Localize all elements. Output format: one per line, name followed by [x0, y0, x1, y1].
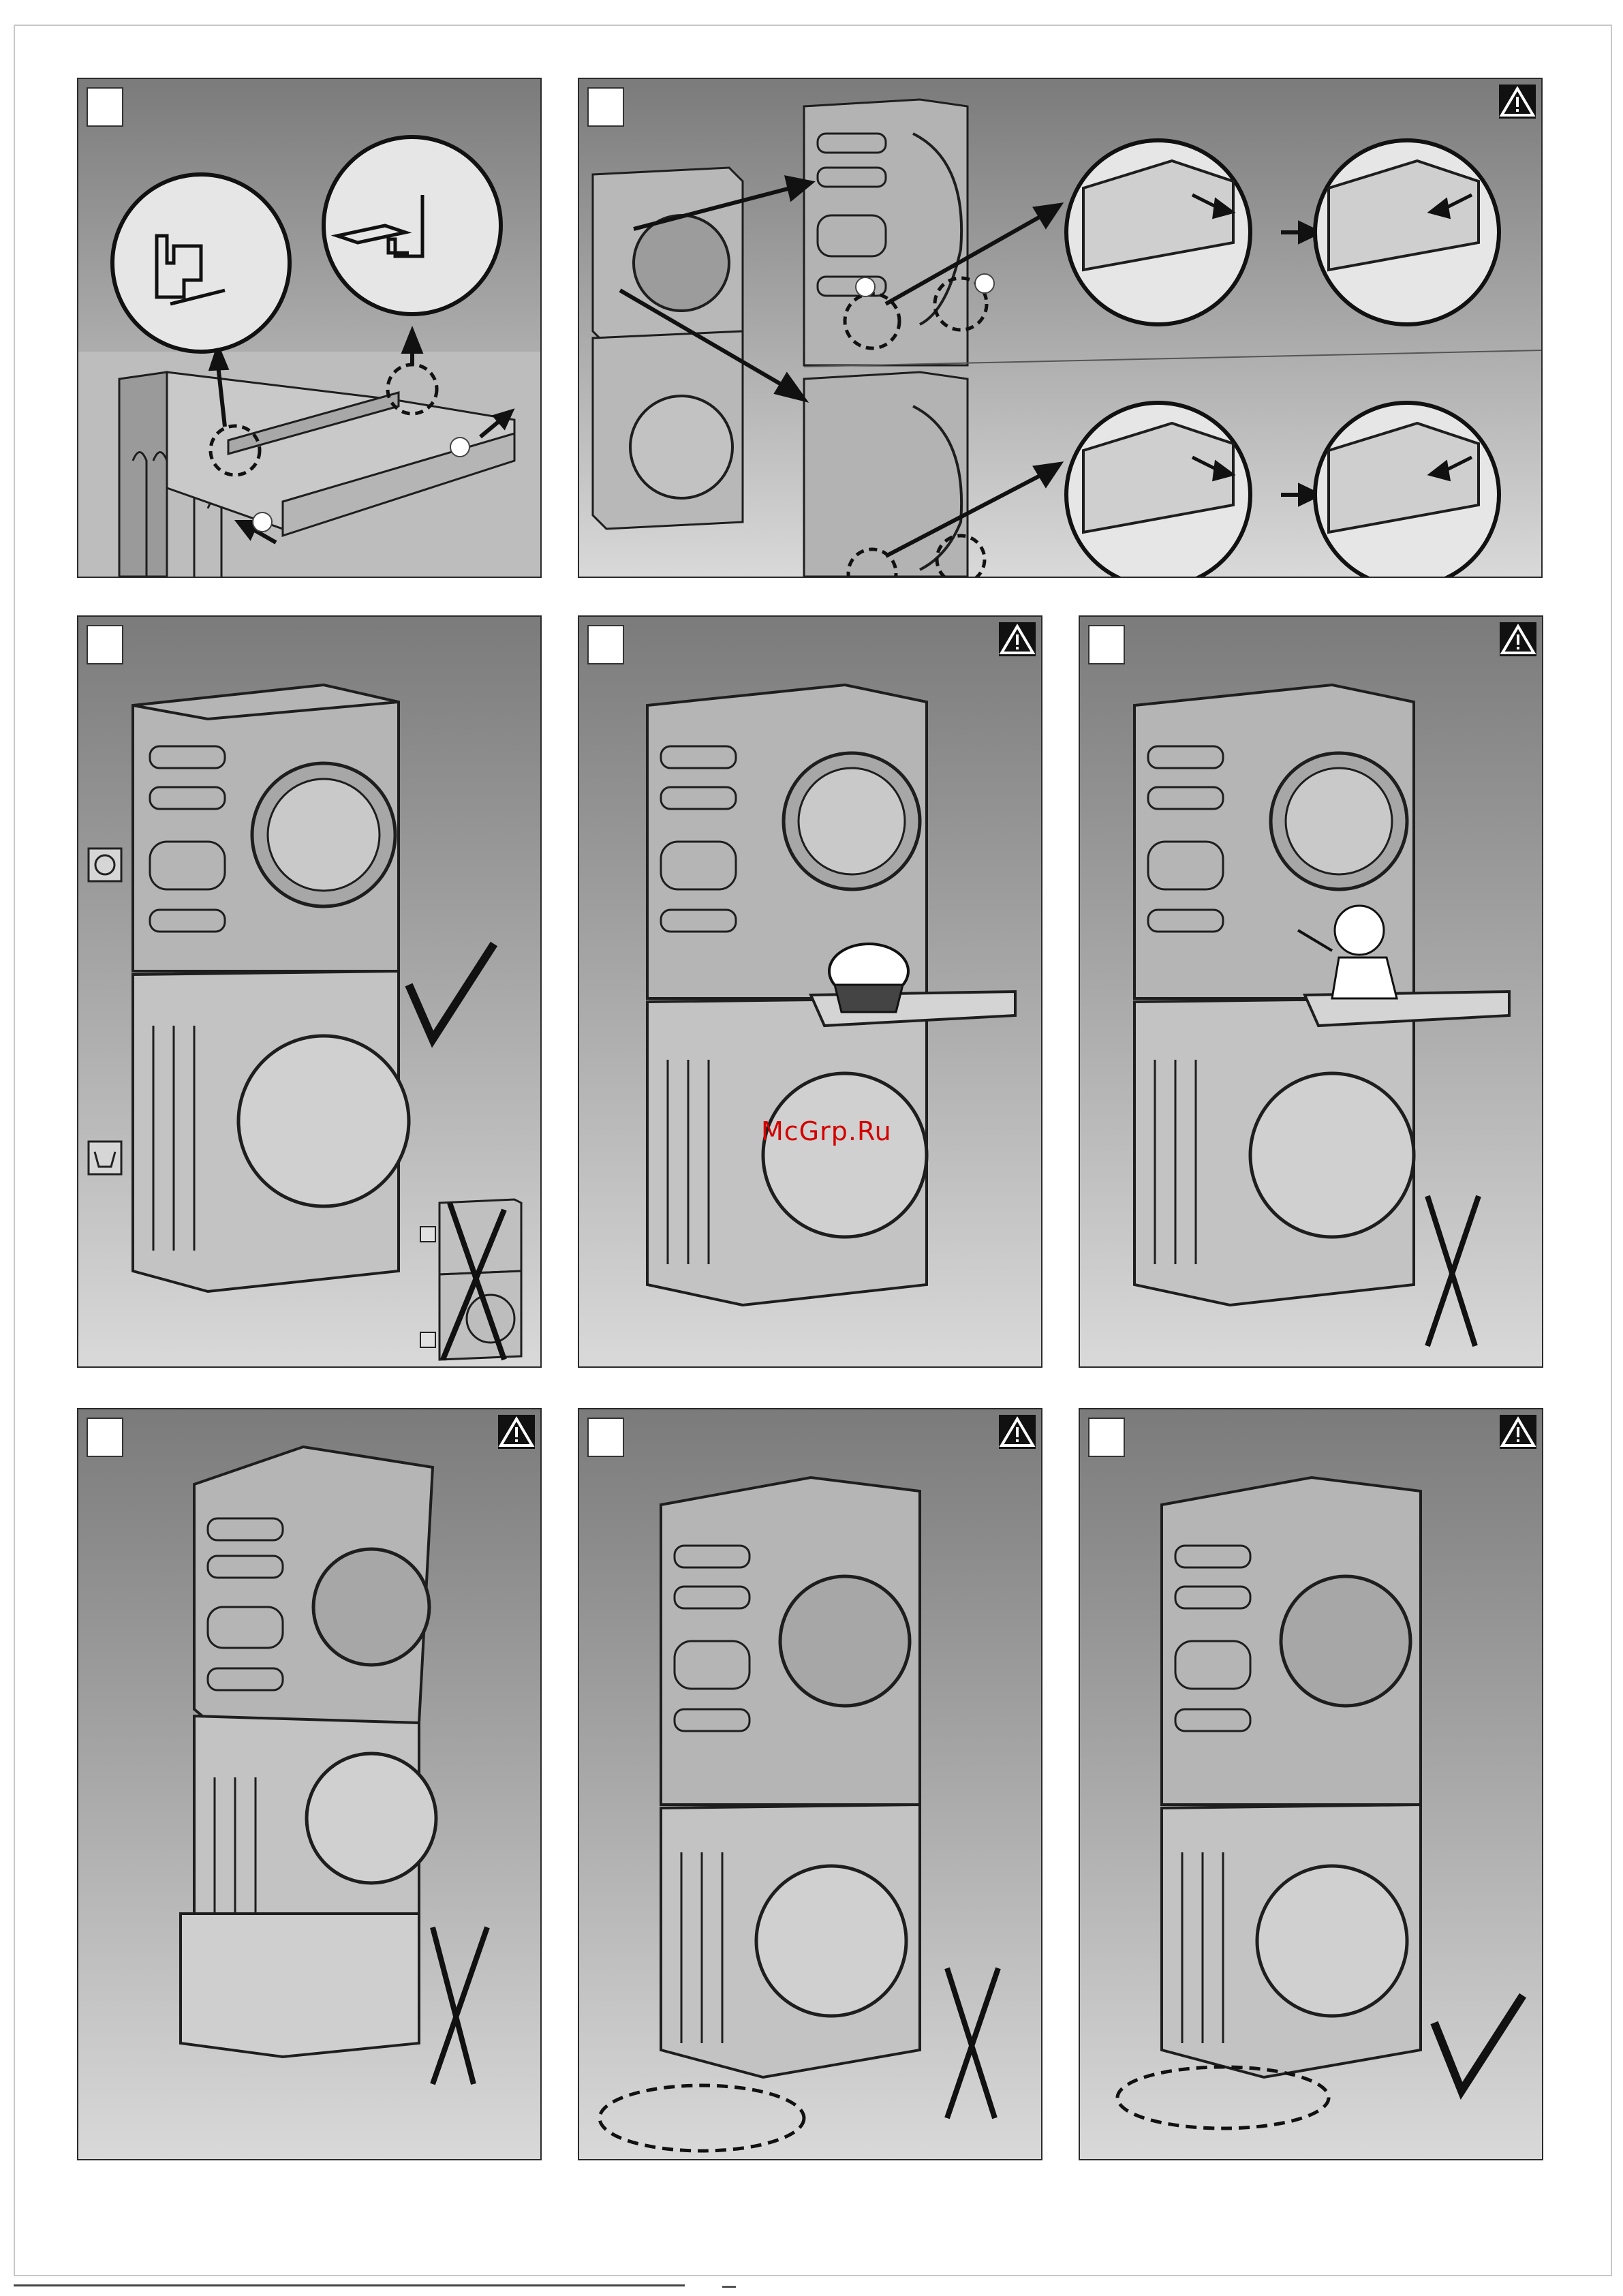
footer-mark: [722, 2286, 736, 2288]
panel-7-incorrect-floor: [578, 1408, 1042, 2160]
panel-2-bracket-orientation: [578, 78, 1543, 578]
check-mark-icon: [1434, 1995, 1523, 2091]
warning-triangle-icon: [1499, 85, 1536, 119]
step-number-5: [1088, 625, 1125, 664]
step-number-1: [87, 87, 123, 127]
watermark: McGrp.Ru: [761, 1116, 892, 1146]
panel-6-no-pedestal: [77, 1408, 542, 2160]
step-number-6: [87, 1418, 123, 1457]
panel-4-no-load-on-drawer: [578, 615, 1042, 1368]
cross-mark-icon: [433, 1927, 487, 2084]
cross-mark-icon: [1427, 1196, 1479, 1346]
warning-triangle-icon: [999, 1415, 1036, 1449]
step-number-7: [587, 1418, 624, 1457]
panel-8-correct-floor: [1079, 1408, 1543, 2160]
step-number-2: [587, 87, 624, 127]
step-number-4: [587, 625, 624, 664]
cross-mark-icon: [947, 1968, 998, 2118]
page-sheet: McGrp.Ru: [14, 25, 1612, 2276]
step-number-3: [87, 625, 123, 664]
warning-triangle-icon: [1500, 1415, 1536, 1449]
warning-triangle-icon: [1500, 622, 1536, 656]
check-mark-icon: [409, 944, 494, 1039]
step-number-8: [1088, 1418, 1125, 1457]
footer-rule: [14, 2284, 685, 2286]
warning-triangle-icon: [999, 622, 1036, 656]
panel-1-bracket-mounting: [77, 78, 542, 578]
warning-triangle-icon: [498, 1415, 535, 1449]
panel-3-stacking-order: [77, 615, 542, 1368]
panel-5-no-child-on-drawer: [1079, 615, 1543, 1368]
